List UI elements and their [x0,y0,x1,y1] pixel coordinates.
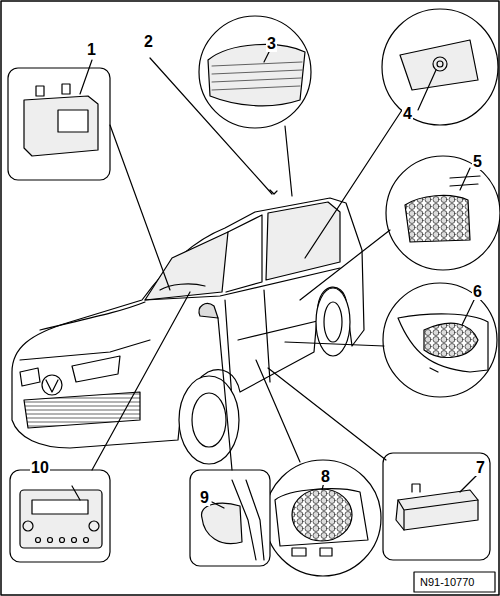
callout-number: 4 [402,106,413,122]
speaker-detail [256,360,381,576]
callout-number: 8 [320,469,331,485]
rear-window-detail [199,16,311,196]
callout-number: 1 [86,42,97,58]
mirror-detail [190,318,270,566]
callout-number: 7 [475,460,486,476]
callout-number: 5 [472,154,483,170]
callout-number: 3 [266,36,277,52]
car-body [12,198,364,464]
callout-number: 2 [143,34,154,50]
antenna [270,190,277,194]
control-unit-detail [8,60,170,290]
drawing-number: N91-10770 [420,577,474,588]
callout-number: 9 [199,490,210,506]
callout-number: 10 [30,460,50,476]
radio-detail [10,292,190,562]
rear-speaker-detail [300,156,500,300]
door-speaker-detail [285,283,497,397]
callout-number: 6 [472,284,483,300]
code-box [414,572,495,592]
